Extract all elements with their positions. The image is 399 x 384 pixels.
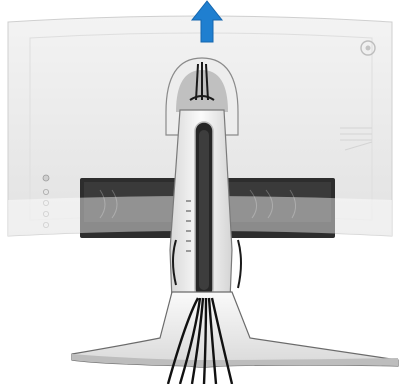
- stand-neck: [166, 58, 238, 300]
- stand-base: [72, 292, 398, 367]
